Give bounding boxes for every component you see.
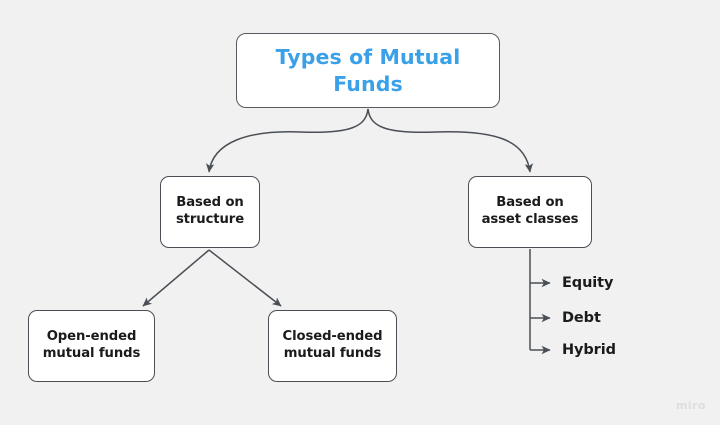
node-based-on-structure[interactable]: Based on structure	[160, 176, 260, 248]
connector-root-to-asset	[367, 108, 534, 173]
node-based-on-asset-classes-label: Based on asset classes	[481, 195, 579, 227]
node-based-on-structure-label: Based on structure	[175, 195, 245, 227]
node-types-of-mutual-funds[interactable]: Types of Mutual Funds	[236, 33, 500, 108]
node-based-on-asset-classes[interactable]: Based on asset classes	[468, 176, 592, 248]
connector-structure-to-closed	[208, 249, 282, 307]
node-closed-ended-label: Closed-ended mutual funds	[282, 329, 383, 361]
miro-watermark: miro	[676, 399, 706, 412]
leaf-label-hybrid[interactable]: Hybrid	[562, 342, 616, 358]
connector-root-to-structure	[205, 108, 369, 173]
node-closed-ended-mutual-funds[interactable]: Closed-ended mutual funds	[268, 310, 397, 382]
node-open-ended-mutual-funds[interactable]: Open-ended mutual funds	[28, 310, 155, 382]
node-open-ended-label: Open-ended mutual funds	[42, 329, 141, 361]
leaf-label-debt[interactable]: Debt	[562, 310, 601, 326]
connector-structure-to-open	[142, 249, 210, 307]
node-root-label: Types of Mutual Funds	[275, 45, 461, 96]
leaf-label-equity[interactable]: Equity	[562, 275, 614, 291]
